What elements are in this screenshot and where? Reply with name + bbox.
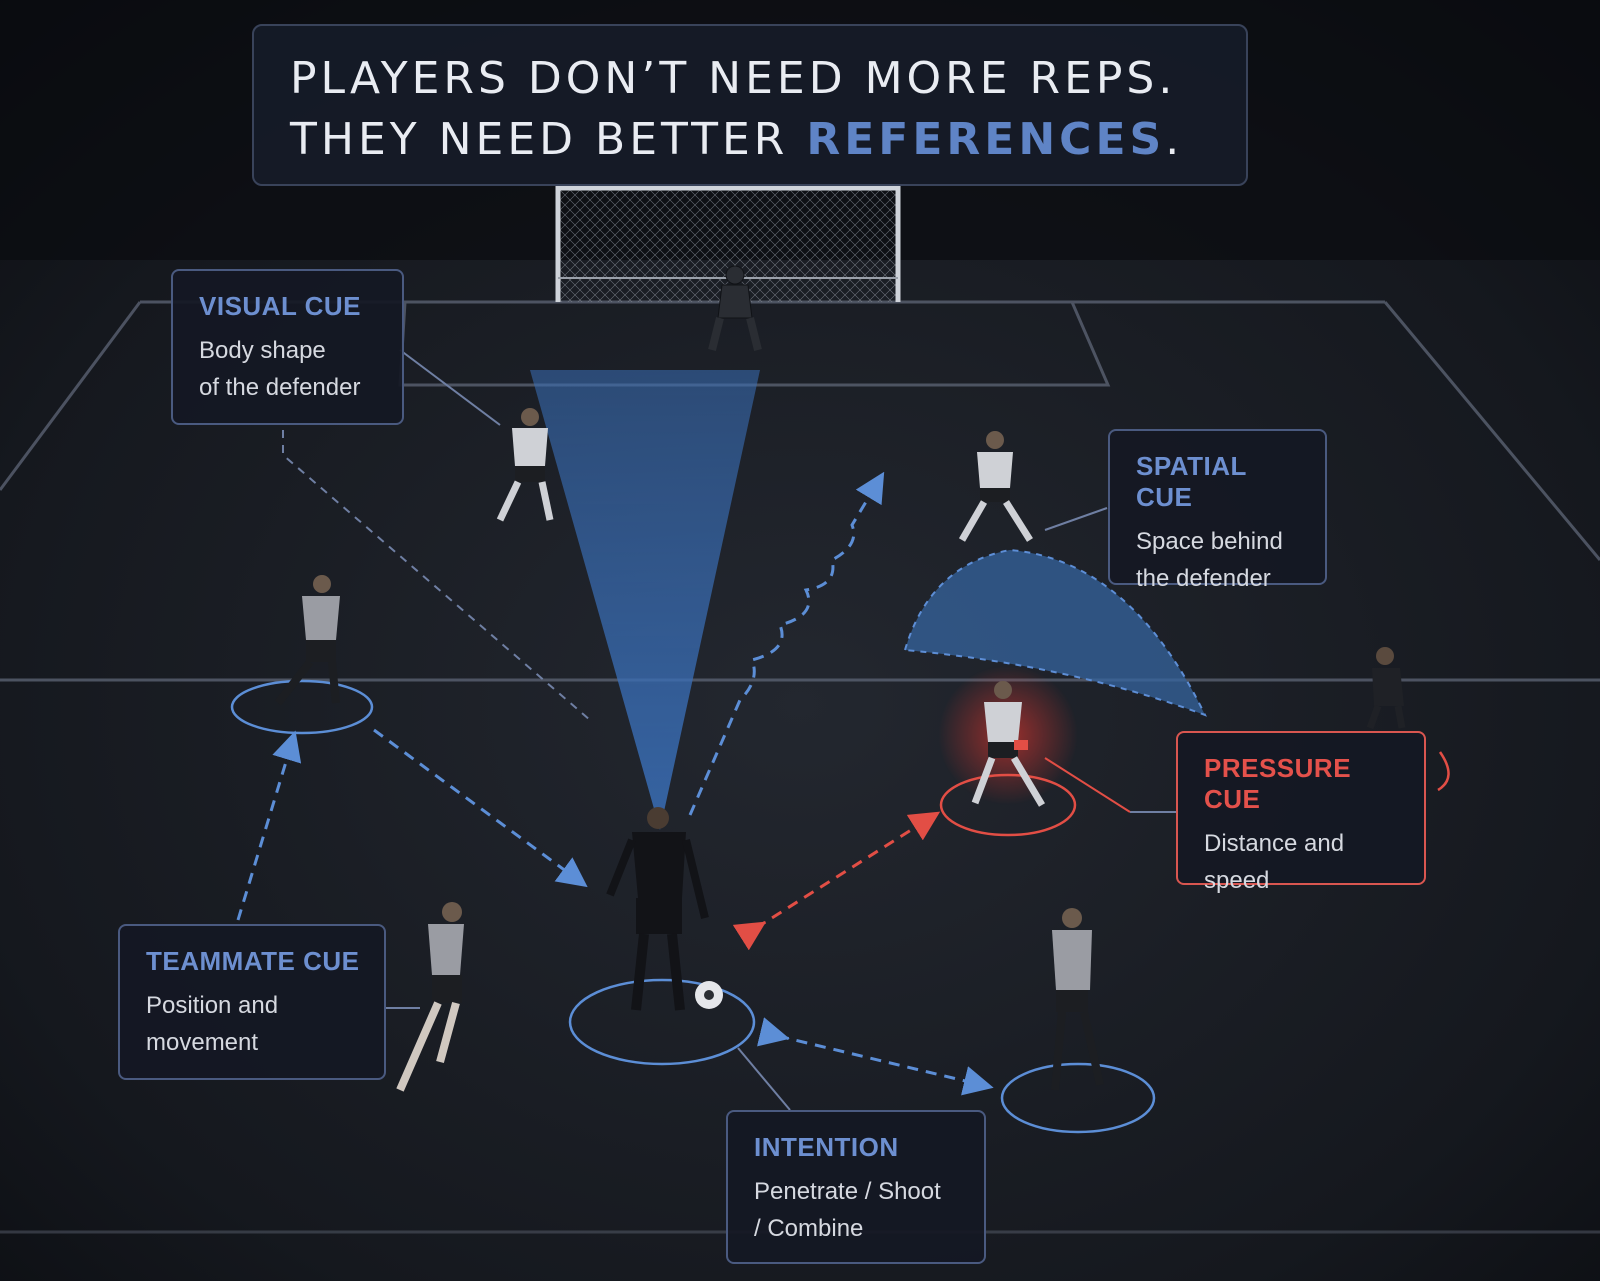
intention-title: INTENTION [754, 1132, 899, 1162]
left-teammate [274, 575, 340, 706]
headline-panel: PLAYERS DON’T NEED MORE REPS. THEY NEED … [252, 24, 1248, 186]
spatial-cue-text: Space behind the defender [1136, 528, 1283, 592]
teammate-left-ring [230, 679, 374, 735]
soccer-ball-icon [695, 981, 723, 1009]
headline-line-2: THEY NEED BETTER REFERENCES. [290, 109, 1246, 170]
intention-text: Penetrate / Shoot / Combine [754, 1178, 941, 1242]
goalkeeper [708, 265, 762, 351]
headline-line-2-prefix: THEY NEED BETTER [290, 114, 807, 165]
teammate-run-arrow [236, 730, 302, 921]
pressure-defender [971, 681, 1046, 807]
ball-carrier-ring [568, 978, 756, 1066]
left-touchline [0, 301, 142, 491]
visual-cue-text: Body shape of the defender [199, 337, 361, 401]
visual-cue-title: VISUAL CUE [199, 291, 361, 321]
teammate-cue-text: Position and movement [146, 992, 279, 1056]
pressure-cue-text: Distance and speed [1204, 830, 1345, 894]
right-defender [958, 431, 1033, 542]
pass-to-right-teammate-arrow [756, 1017, 994, 1096]
pressure-defender-ring [939, 773, 1077, 837]
headline-line-2-suffix: . [1165, 114, 1184, 165]
pressure-cue-title: PRESSURE CUE [1204, 753, 1352, 814]
intention-panel: INTENTION Penetrate / Shoot / Combine [726, 1110, 986, 1264]
pressure-distance-arrow [732, 811, 941, 951]
teammate-cue-panel: TEAMMATE CUE Position and movement [118, 924, 386, 1080]
right-teammate [1051, 908, 1104, 1091]
far-right-defender [1366, 647, 1406, 730]
visual-cue-panel: VISUAL CUE Body shape of the defender [171, 269, 404, 425]
vision-cone [530, 370, 760, 830]
spatial-cue-title: SPATIAL CUE [1136, 451, 1247, 512]
teammate-cue-title: TEAMMATE CUE [146, 946, 360, 976]
center-defender [496, 408, 554, 522]
cue-connectors [282, 349, 1176, 1111]
far-defender-ring [1437, 751, 1450, 792]
teammate-to-carrier-arrow [373, 728, 588, 888]
spatial-cue-panel: SPATIAL CUE Space behind the defender [1108, 429, 1327, 592]
goal [555, 185, 901, 302]
space-behind-defender-zone [903, 548, 1207, 717]
teammate-right-ring [1000, 1062, 1156, 1134]
headline-line-1: PLAYERS DON’T NEED MORE REPS. [290, 53, 1177, 104]
ball-carrier [606, 807, 709, 1011]
right-touchline [1383, 301, 1600, 561]
penetration-run-arrow [688, 471, 885, 816]
headline-highlight: REFERENCES [806, 114, 1166, 165]
bottom-left-teammate [396, 902, 464, 1092]
pressure-cue-panel: PRESSURE CUE Distance and speed [1176, 731, 1426, 894]
